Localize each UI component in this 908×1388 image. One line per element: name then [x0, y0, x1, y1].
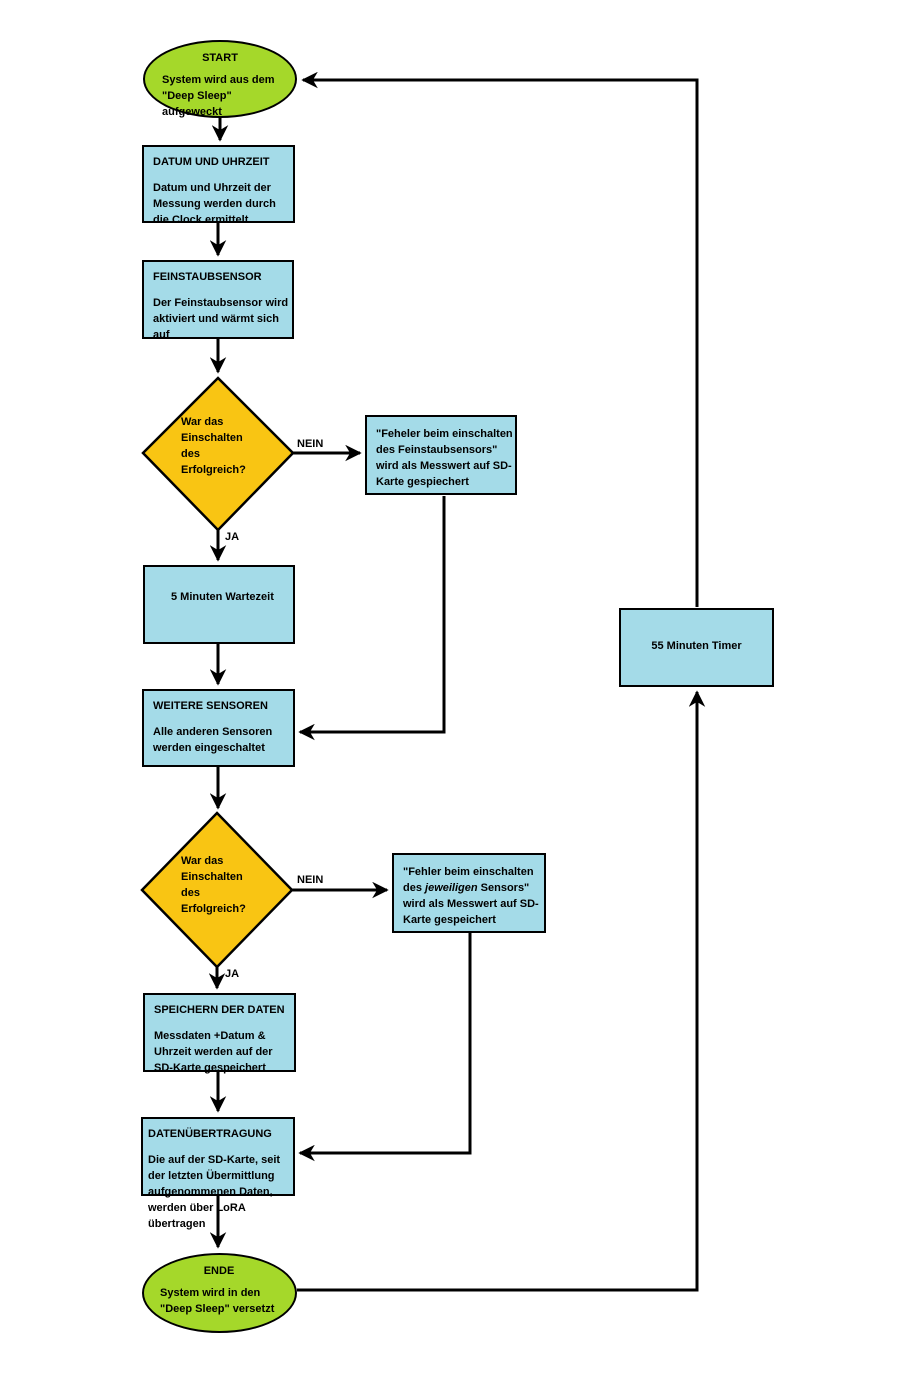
node-speichern-body: Messdaten +Datum & Uhrzeit werden auf de… — [154, 1030, 273, 1074]
edge-label-nein-1: NEIN — [297, 438, 324, 450]
decision-2-text: War das Einschalten des Erfolgreich? — [181, 855, 246, 915]
node-datum-body: Datum und Uhrzeit der Messung werden dur… — [153, 182, 276, 226]
edge-label-ja-2: JA — [225, 968, 240, 980]
node-ende-title: ENDE — [203, 1265, 235, 1277]
node-weitere-body: Alle anderen Sensoren werden eingeschalt… — [153, 726, 273, 754]
node-datenuebertragung: DATENÜBERTRAGUNG Die auf der SD-Karte, s… — [141, 1117, 295, 1230]
edge-ende-to-timer — [297, 690, 706, 1292]
edge-fehler1-to-weitere — [298, 496, 446, 741]
node-ende-body: System wird in den "Deep Sleep" versetzt — [160, 1287, 275, 1315]
edge-fehler2-to-uebertragung — [298, 933, 472, 1162]
node-fehler1-body: "Feheler beim einschalten des Feinstaubs… — [376, 428, 513, 488]
node-fehler-feinstaubsensor: "Feheler beim einschalten des Feinstaubs… — [365, 415, 517, 495]
edge-label-ja-1: JA — [225, 531, 240, 543]
decision-1-text: War das Einschalten des Erfolgreich? — [181, 416, 246, 476]
node-weitere-sensoren: WEITERE SENSOREN Alle anderen Sensoren w… — [142, 689, 295, 767]
node-timer: 55 Minuten Timer — [619, 608, 774, 687]
node-start: START System wird aus dem "Deep Sleep" a… — [143, 40, 297, 118]
fehler2-text-prefix: "Fehler beim einschalten des — [403, 866, 534, 894]
node-timer-body: 55 Minuten Timer — [651, 640, 742, 652]
node-speichern-title: SPEICHERN DER DATEN — [154, 1004, 285, 1016]
node-speichern-der-daten: SPEICHERN DER DATEN Messdaten +Datum & U… — [143, 993, 296, 1074]
node-datum-und-uhrzeit: DATUM UND UHRZEIT Datum und Uhrzeit der … — [142, 145, 295, 226]
node-wartezeit: 5 Minuten Wartezeit — [143, 565, 295, 644]
node-uebertragung-body: Die auf der SD-Karte, seit der letzten Ü… — [148, 1154, 281, 1230]
node-start-body: System wird aus dem "Deep Sleep" aufgewe… — [162, 74, 275, 118]
fehler2-text-italic: jeweiligen — [425, 882, 478, 894]
node-start-title: START — [202, 52, 238, 64]
node-fehler-jeweiliger-sensor: "Fehler beim einschalten des jeweiligen … — [392, 853, 546, 933]
node-feinstaub-body: Der Feinstaubsensor wird aktiviert und w… — [153, 297, 289, 341]
node-wartezeit-body: 5 Minuten Wartezeit — [171, 591, 274, 603]
node-feinstaubsensor: FEINSTAUBSENSOR Der Feinstaubsensor wird… — [142, 260, 294, 341]
node-ende: ENDE System wird in den "Deep Sleep" ver… — [142, 1253, 297, 1333]
node-uebertragung-title: DATENÜBERTRAGUNG — [148, 1128, 272, 1140]
edge-timer-to-start — [301, 71, 699, 607]
node-fehler2-body: "Fehler beim einschalten des jeweiligen … — [403, 864, 545, 928]
node-datum-title: DATUM UND UHRZEIT — [153, 156, 270, 168]
node-feinstaub-title: FEINSTAUBSENSOR — [153, 271, 262, 283]
node-weitere-title: WEITERE SENSOREN — [153, 700, 268, 712]
edge-label-nein-2: NEIN — [297, 874, 324, 886]
fehler2-text-suffix: Sensors" wird als Messwert auf SD-Karte … — [403, 882, 539, 926]
